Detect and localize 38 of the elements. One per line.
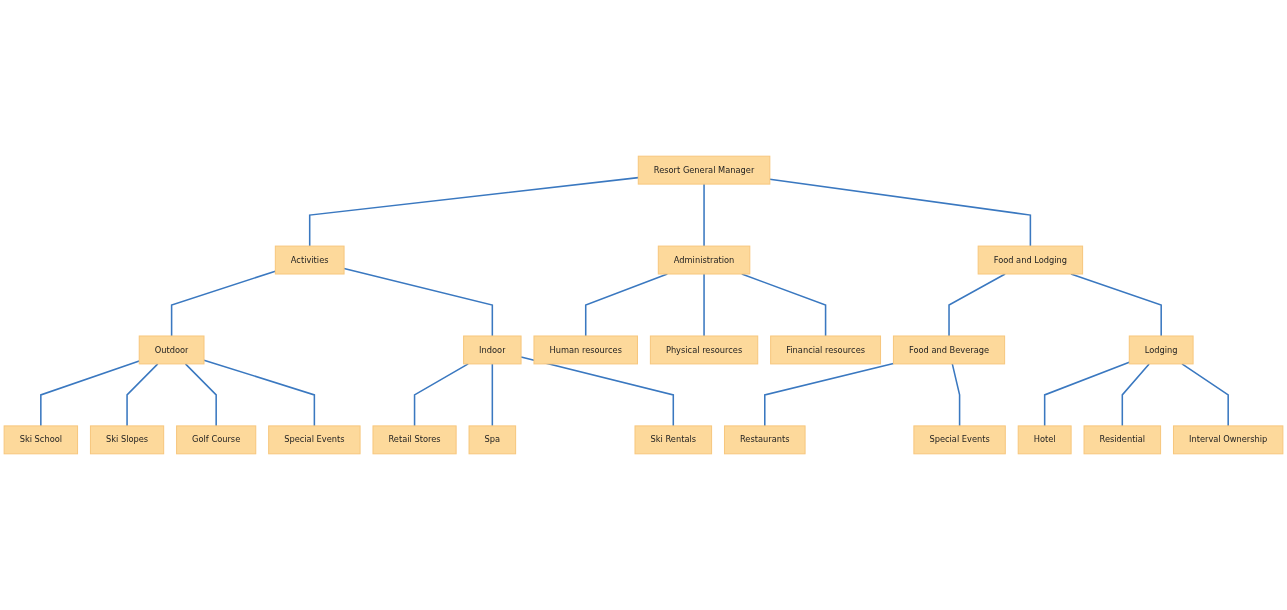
node-box: Golf Course: [176, 425, 257, 455]
node-box: Ski Rentals: [634, 425, 713, 455]
node-box: Lodging: [1128, 335, 1194, 365]
node-box: Retail Stores: [372, 425, 457, 455]
node-box: Outdoor: [138, 335, 205, 365]
node-box: Ski School: [3, 425, 79, 455]
connector: [126, 363, 159, 427]
node-box: Residential: [1083, 425, 1162, 455]
node-box: Spa: [468, 425, 517, 455]
node-box: Financial resources: [770, 335, 882, 365]
node-box: Indoor: [463, 335, 522, 365]
connector: [40, 360, 140, 427]
node-box: Interval Ownership: [1172, 425, 1284, 455]
connector: [948, 273, 1006, 337]
connector: [413, 363, 469, 427]
connector: [951, 363, 961, 427]
connector: [703, 183, 705, 247]
connector: [491, 363, 494, 427]
node-box: Physical resources: [649, 335, 759, 365]
connector: [1121, 363, 1150, 427]
connector: [1181, 363, 1229, 427]
connector: [769, 178, 1032, 247]
node-box: Food and Lodging: [977, 245, 1084, 275]
node-box: Activities: [274, 245, 345, 275]
node-box: Food and Beverage: [892, 335, 1006, 365]
connector: [703, 273, 705, 337]
node-box: Special Events: [268, 425, 361, 455]
connector: [764, 362, 895, 427]
connector: [203, 359, 316, 427]
connector: [1043, 361, 1131, 427]
node-box: Hotel: [1017, 425, 1072, 455]
node-box: Special Events: [913, 425, 1006, 455]
connector: [184, 363, 217, 427]
node-box: Administration: [657, 245, 751, 275]
node-box: Resort General Manager: [637, 155, 771, 185]
node-box: Restaurants: [724, 425, 806, 455]
node-box: Human resources: [533, 335, 638, 365]
node-box: Ski Slopes: [89, 425, 165, 455]
